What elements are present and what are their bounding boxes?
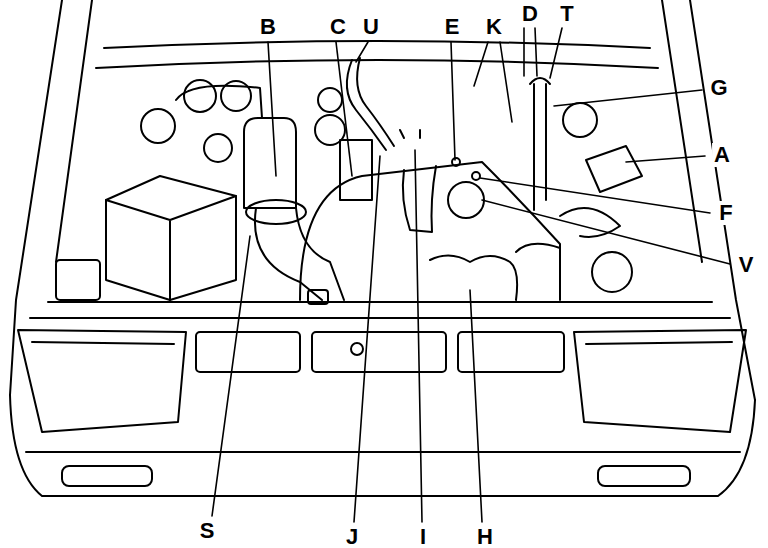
leader-line xyxy=(470,290,482,522)
callout-letter: D xyxy=(520,2,540,26)
leader-line xyxy=(550,28,562,78)
callout-letter: B xyxy=(258,15,278,39)
left-fender xyxy=(10,0,62,395)
fitting xyxy=(452,158,460,166)
battery xyxy=(106,176,236,300)
radiator-support xyxy=(48,301,712,303)
callout-letter: G xyxy=(708,76,729,100)
callout-letter: S xyxy=(198,519,217,543)
hose xyxy=(357,58,394,146)
battery-edges xyxy=(106,196,236,300)
left-headlight-inner xyxy=(32,342,174,344)
right-fog-light xyxy=(598,466,690,486)
grille-left xyxy=(196,332,300,372)
control-box xyxy=(586,146,642,192)
fitting xyxy=(400,130,420,138)
left-fog-light xyxy=(62,466,152,486)
callout-letter: F xyxy=(717,201,734,225)
callout-letter: T xyxy=(558,2,575,26)
callout-letter: U xyxy=(361,15,381,39)
leader-line xyxy=(415,150,422,522)
callout-letter: J xyxy=(344,525,360,548)
reservoir xyxy=(592,252,632,292)
leader-line xyxy=(336,42,352,176)
front-panel xyxy=(30,317,730,319)
manifold xyxy=(403,166,436,232)
air-duct xyxy=(244,118,296,208)
bumper xyxy=(10,395,755,496)
leader-line xyxy=(451,42,455,160)
badge xyxy=(351,343,363,355)
cowl-panel xyxy=(104,41,650,48)
bracket xyxy=(176,86,262,118)
leader-line xyxy=(482,200,730,264)
pipe xyxy=(534,84,546,210)
callout-letter: E xyxy=(443,15,462,39)
right-headlight xyxy=(574,330,746,432)
leader-line xyxy=(626,156,705,162)
leader-line xyxy=(354,156,380,522)
cap xyxy=(204,134,232,162)
strut-top xyxy=(516,244,560,296)
filler xyxy=(448,182,484,218)
leader-line xyxy=(356,42,368,62)
left-headlight xyxy=(18,330,186,432)
left-fender-inner xyxy=(56,0,92,262)
callout-letter: C xyxy=(328,15,348,39)
canister xyxy=(563,103,597,137)
fitting xyxy=(472,172,480,180)
callout-letter: K xyxy=(484,15,504,39)
reservoir xyxy=(184,80,216,112)
cap xyxy=(318,88,342,112)
leader-line xyxy=(500,42,512,122)
leader-line xyxy=(474,42,488,86)
leader-line xyxy=(523,28,525,76)
engine-block xyxy=(300,162,560,300)
reservoir xyxy=(141,109,175,143)
right-fender-inner xyxy=(662,0,702,262)
right-headlight-inner xyxy=(586,342,732,344)
pipe-top xyxy=(530,78,550,84)
bumper-line xyxy=(26,451,740,453)
cowl xyxy=(96,60,658,68)
throttle-body xyxy=(340,140,372,200)
grille-middle xyxy=(312,332,446,372)
leader-line xyxy=(535,28,537,76)
oil-filter xyxy=(308,290,328,304)
callout-letter: H xyxy=(475,525,495,548)
rocker-cover xyxy=(430,255,517,300)
battery-base xyxy=(56,260,100,300)
leader-line xyxy=(268,42,276,176)
callout-letter: I xyxy=(418,525,428,548)
callout-letter: A xyxy=(712,143,732,167)
leader-line xyxy=(212,236,250,516)
leader-line xyxy=(554,90,702,106)
callout-letter: V xyxy=(737,253,756,277)
duct-mouth xyxy=(246,200,306,224)
